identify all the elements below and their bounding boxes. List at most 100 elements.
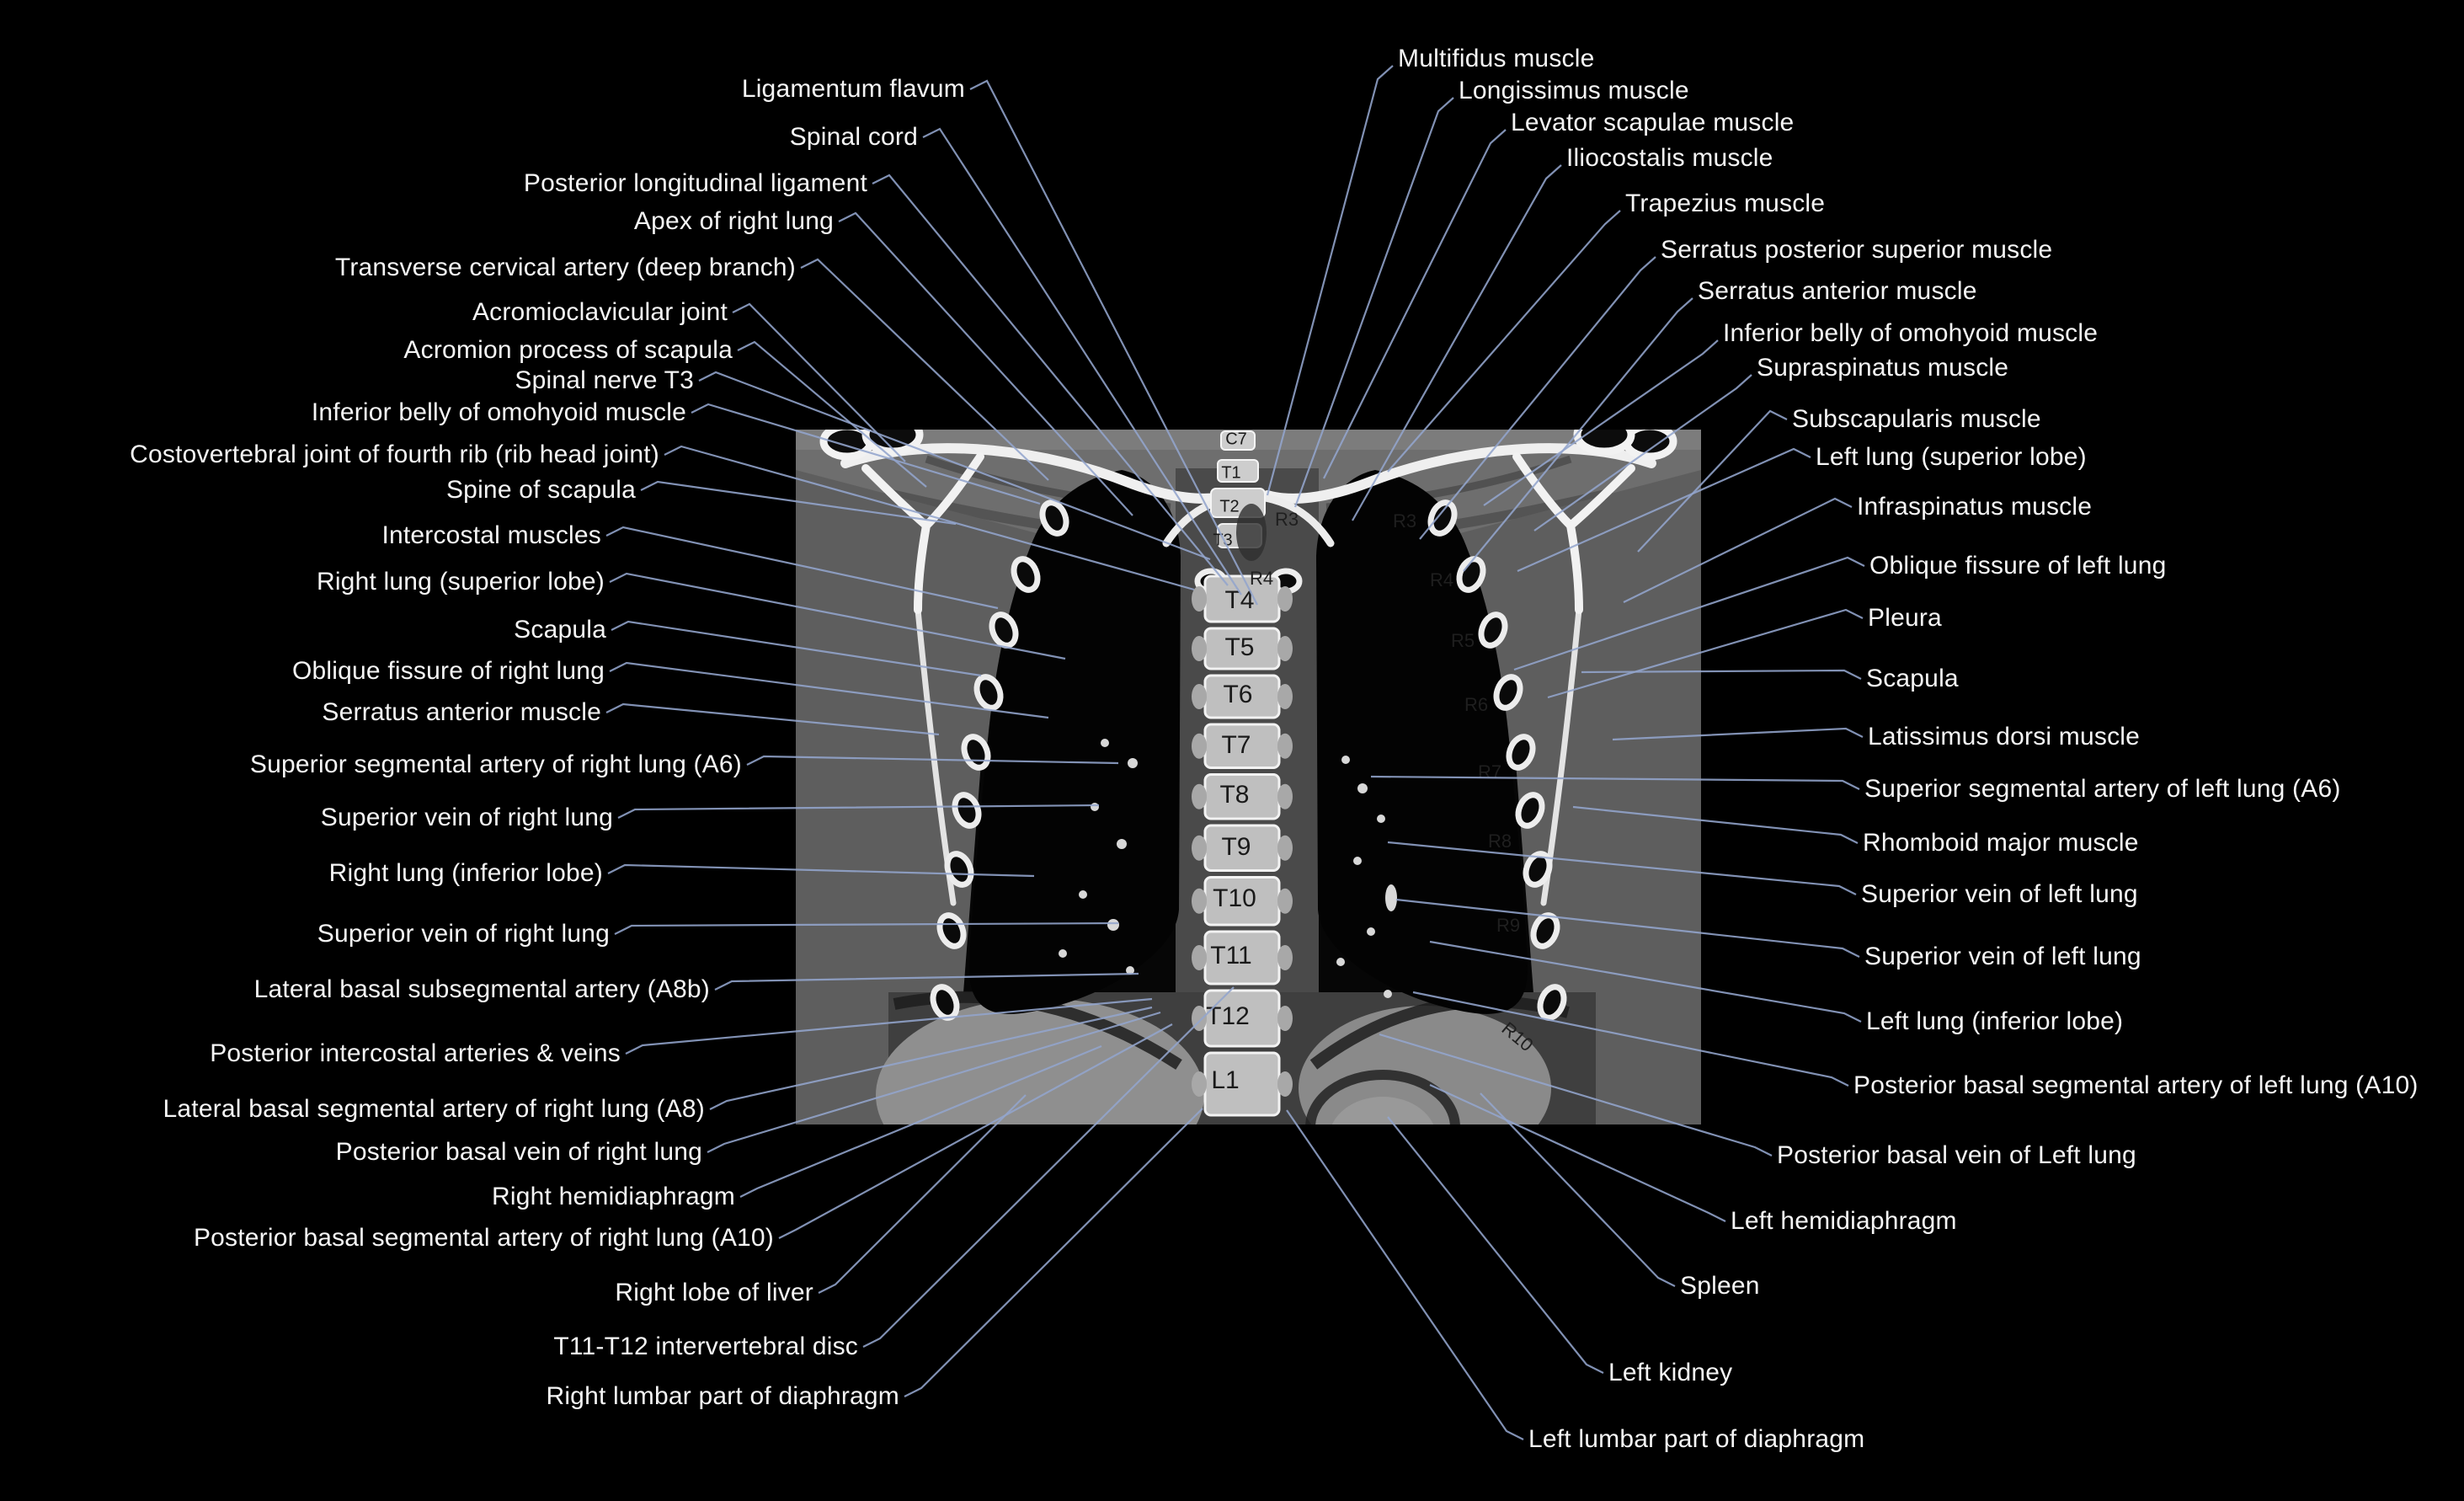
anatomy-label: Acromion process of scapula (403, 336, 733, 364)
anatomy-label: Iliocostalis muscle (1566, 144, 1773, 172)
anatomy-label: Ligamentum flavum (741, 75, 965, 103)
vertebra-marker: T7 (1221, 731, 1251, 759)
anatomy-label: Lateral basal subsegmental artery (A8b) (253, 975, 710, 1003)
leader-line (1483, 339, 1719, 506)
leader-line (707, 1011, 1161, 1153)
anatomy-label: Intercostal muscles (381, 521, 601, 549)
rib-ring (1039, 499, 1069, 537)
anatomy-label: Left lung (superior lobe) (1816, 443, 2087, 471)
leader-line (605, 526, 999, 610)
vertebra-marker: T8 (1219, 781, 1249, 809)
anatomy-label: Oblique fissure of right lung (291, 657, 605, 685)
vertebra-marker: T12 (1206, 1002, 1250, 1030)
leader-line (1387, 1116, 1604, 1374)
left-clavicle (1262, 443, 1656, 504)
vertebra-marker: T10 (1213, 884, 1256, 912)
ct-image (796, 430, 1701, 1124)
left-first-rib (1256, 493, 1335, 548)
rib-ring (1515, 792, 1545, 829)
left-hemidiaphragm-line (1309, 996, 1570, 1070)
anatomy-label: Posterior basal segmental artery of left… (1853, 1071, 2419, 1099)
anatomy-label: Superior segmental artery of right lung … (249, 750, 742, 778)
vertebra-marker: T6 (1223, 681, 1252, 708)
leader-line (609, 661, 1049, 719)
anatomy-label: Inferior belly of omohyoid muscle (311, 398, 686, 426)
vertebra-marker: T1 (1221, 463, 1240, 482)
anatomy-label: Subscapularis muscle (1792, 405, 2041, 433)
leader-line (1286, 1109, 1524, 1440)
rib-marker: R4 (1430, 569, 1453, 590)
leader-line (614, 921, 1119, 935)
leader-line (611, 620, 982, 677)
leader-lines (605, 65, 1865, 1440)
anatomy-label: Longissimus muscle (1459, 77, 1689, 104)
rib-marker: R6 (1464, 694, 1488, 715)
leader-line (922, 127, 1242, 596)
anatomy-label: Right lumbar part of diaphragm (546, 1382, 899, 1410)
right-chest-wall (796, 470, 1053, 1124)
rib-ring (1478, 612, 1508, 649)
anatomy-label: Right lung (inferior lobe) (328, 859, 603, 887)
rib-ring (936, 912, 967, 949)
anatomy-label: Posterior basal vein of right lung (335, 1138, 702, 1166)
anatomy-label: Right lobe of liver (615, 1279, 813, 1306)
anatomy-label: Pleura (1868, 604, 1942, 632)
anatomy-label: Latissimus dorsi muscle (1868, 723, 2141, 750)
leader-line (1623, 497, 1853, 603)
leader-line (714, 972, 1139, 991)
anatomy-label: Right lung (superior lobe) (316, 568, 605, 596)
anatomy-label: Spleen (1680, 1272, 1760, 1300)
rib-marker: R4 (1250, 568, 1273, 589)
leader-line (625, 997, 1153, 1055)
anatomy-label: Serratus anterior muscle (1698, 277, 1977, 305)
leader-line (617, 804, 1100, 819)
leader-line (1429, 940, 1862, 1023)
anatomy-label: Spinal nerve T3 (515, 366, 694, 394)
leader-line (739, 1044, 1102, 1198)
vertebra-marker: C7 (1225, 430, 1247, 448)
leader-line (732, 302, 906, 462)
rib-marker: R5 (1451, 630, 1475, 651)
rib-ring (973, 674, 1004, 711)
anatomy-label: Left lung (inferior lobe) (1866, 1007, 2124, 1035)
left-chest-wall (1444, 470, 1701, 1124)
rib-marker: R9 (1496, 915, 1520, 936)
anatomy-label: Left hemidiaphragm (1731, 1207, 1957, 1235)
leader-line (607, 863, 1035, 878)
leader-line (691, 403, 1041, 505)
leader-line (1517, 447, 1811, 573)
leader-line (1419, 256, 1656, 540)
leader-line (1379, 1033, 1773, 1156)
rib-ring (1493, 674, 1523, 711)
anatomy-label: Rhomboid major muscle (1863, 829, 2139, 857)
rib-ring (1456, 556, 1486, 593)
rib-ring (1537, 984, 1567, 1021)
rib-marker: R7 (1478, 761, 1501, 783)
leader-line (746, 755, 1119, 766)
leader-line (818, 1094, 1027, 1294)
rib-marker: R8 (1488, 831, 1512, 852)
left-lung (1316, 470, 1528, 1014)
anatomy-label: Acromioclavicular joint (472, 298, 728, 326)
leader-line (1352, 164, 1562, 521)
anatomy-label: Serratus anterior muscle (322, 698, 601, 726)
anatomy-label: Right hemidiaphragm (492, 1183, 735, 1210)
anatomy-label: Infraspinatus muscle (1857, 493, 2093, 521)
leader-line (609, 572, 1066, 660)
anatomy-label: Oblique fissure of left lung (1869, 552, 2167, 580)
anatomy-label: Scapula (514, 616, 606, 644)
leader-line (1412, 991, 1849, 1087)
leader-line (605, 702, 940, 736)
liver (876, 998, 1204, 1124)
leader-line (904, 1108, 1203, 1397)
vertebra-marker: T11 (1210, 942, 1251, 970)
spine-column (1192, 574, 1293, 1117)
leader-line (1581, 669, 1862, 680)
rib-ring (1011, 556, 1041, 593)
anatomy-label: Apex of right lung (633, 207, 834, 235)
anatomy-label: Posterior basal segmental artery of righ… (193, 1224, 774, 1252)
anatomy-label: Spine of scapula (445, 476, 636, 504)
rib-ring (1523, 851, 1553, 888)
leader-line (709, 1006, 1153, 1110)
vertebra-marker: T2 (1219, 497, 1239, 515)
